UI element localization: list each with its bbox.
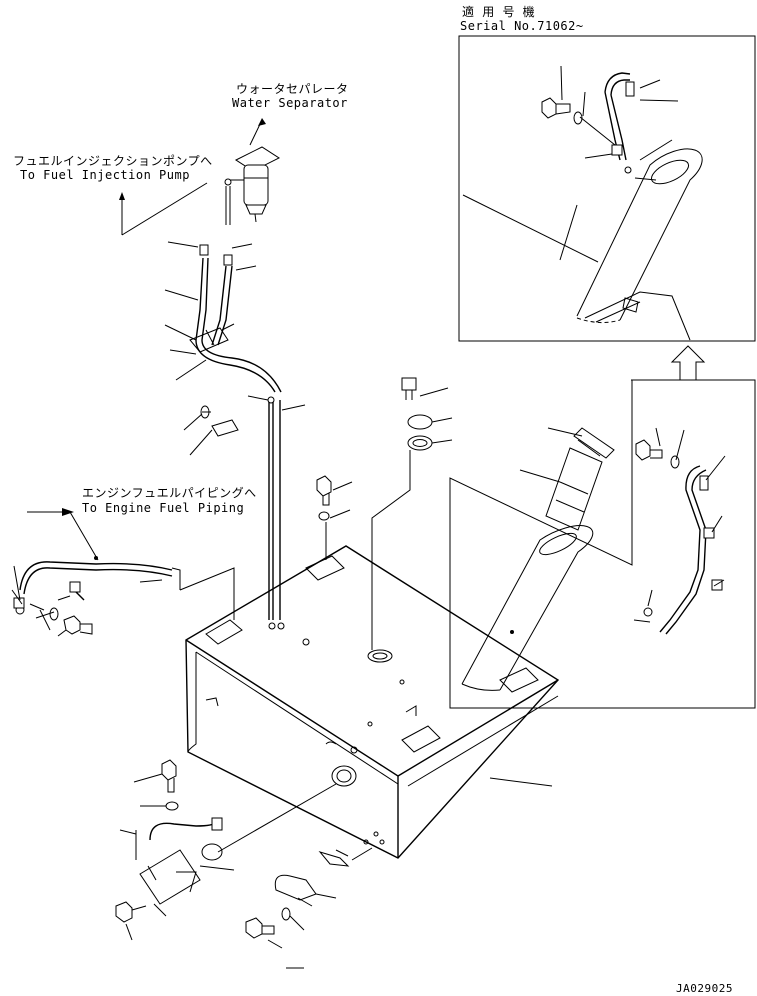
filler-tube [461, 427, 615, 691]
engine-fuel-label-en: To Engine Fuel Piping [82, 501, 245, 515]
bolt-middle [316, 475, 353, 560]
fuel-tank [185, 545, 560, 859]
filler-cap-parts [371, 377, 453, 650]
drawing-number: JA029025 [676, 982, 733, 995]
serial-label-jp: 適 用 号 機 [462, 5, 536, 19]
detail-frame [449, 379, 756, 709]
sensor-parts [115, 759, 337, 941]
water-separator-label-jp: ウォータセパレータ [236, 82, 349, 96]
engine-fuel-label-jp: エンジンフュエルパイピングへ [82, 486, 257, 500]
water-separator-label-en: Water Separator [232, 96, 348, 110]
engine-fuel-piping [11, 508, 235, 637]
right-detail-pipe [633, 427, 726, 635]
serial-label-en: Serial No.71062~ [460, 19, 584, 33]
serial-inset-box [458, 35, 756, 342]
water-separator [224, 118, 281, 225]
lower-bracket [245, 847, 373, 969]
fuel-hoses [164, 241, 306, 630]
fuel-injection-label-en: To Fuel Injection Pump [20, 168, 190, 182]
up-arrow-icon [670, 345, 706, 381]
fuel-injection-label-jp: フュエルインジェクションポンプへ [13, 154, 213, 168]
